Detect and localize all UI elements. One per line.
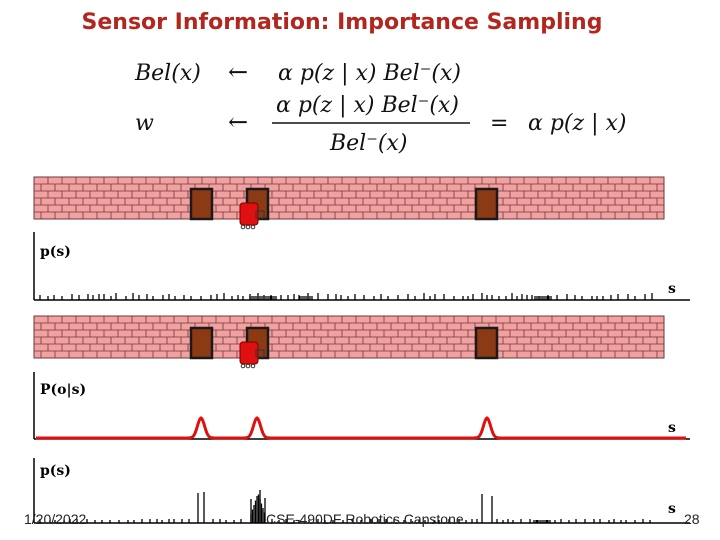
robot-wheel [240, 224, 246, 230]
eq1-lhs: Bel(x) [134, 61, 201, 86]
equations: Bel(x) ← α p(z | x) Bel⁻(x) w ← α p(z | … [134, 58, 627, 156]
eq2-denominator: Bel⁻(x) [329, 131, 407, 156]
robot-sensor [255, 210, 265, 219]
robot-body [239, 341, 259, 365]
footer-date: 1/20/2022 [24, 511, 87, 527]
robot-wheel [250, 363, 256, 369]
door [474, 326, 499, 360]
prior-axis-label: s [668, 281, 676, 297]
robot-body [239, 202, 259, 226]
eq2-numerator: α p(z | x) Bel⁻(x) [276, 93, 459, 118]
door [189, 326, 214, 360]
robot-wheel [245, 363, 251, 369]
eq2-result: α p(z | x) [528, 111, 627, 136]
likelihood-label: P(o|s) [40, 382, 86, 398]
likelihood-curve [36, 416, 686, 440]
prior-label: p(s) [40, 244, 71, 260]
robot-wheel [245, 224, 251, 230]
door [189, 187, 214, 221]
slide-title: Sensor Information: Importance Sampling [81, 10, 603, 35]
door [474, 187, 499, 221]
brick-wall-top [33, 176, 665, 230]
page-number: 28 [684, 511, 700, 527]
robot-sensor [255, 349, 265, 358]
eq1-arrow: ← [228, 58, 248, 86]
likelihood-axis-label: s [668, 420, 676, 436]
robot-wheel [240, 363, 246, 369]
eq2-lhs: w [135, 111, 154, 136]
eq2-arrow: ← [228, 108, 248, 136]
posterior-label: p(s) [40, 463, 71, 479]
prior-particles-plot: p(s) s [33, 232, 690, 301]
posterior-axis-label: s [668, 501, 676, 517]
footer-course: CSE-490DF Robotics Capstone [266, 511, 464, 527]
likelihood-plot: P(o|s) s [33, 372, 690, 440]
posterior-weights-plot: p(s) s [33, 458, 690, 524]
eq2-equals: = [490, 111, 508, 136]
brick-wall-middle [33, 315, 665, 369]
robot-wheel [250, 224, 256, 230]
eq1-rhs: α p(z | x) Bel⁻(x) [278, 61, 461, 86]
